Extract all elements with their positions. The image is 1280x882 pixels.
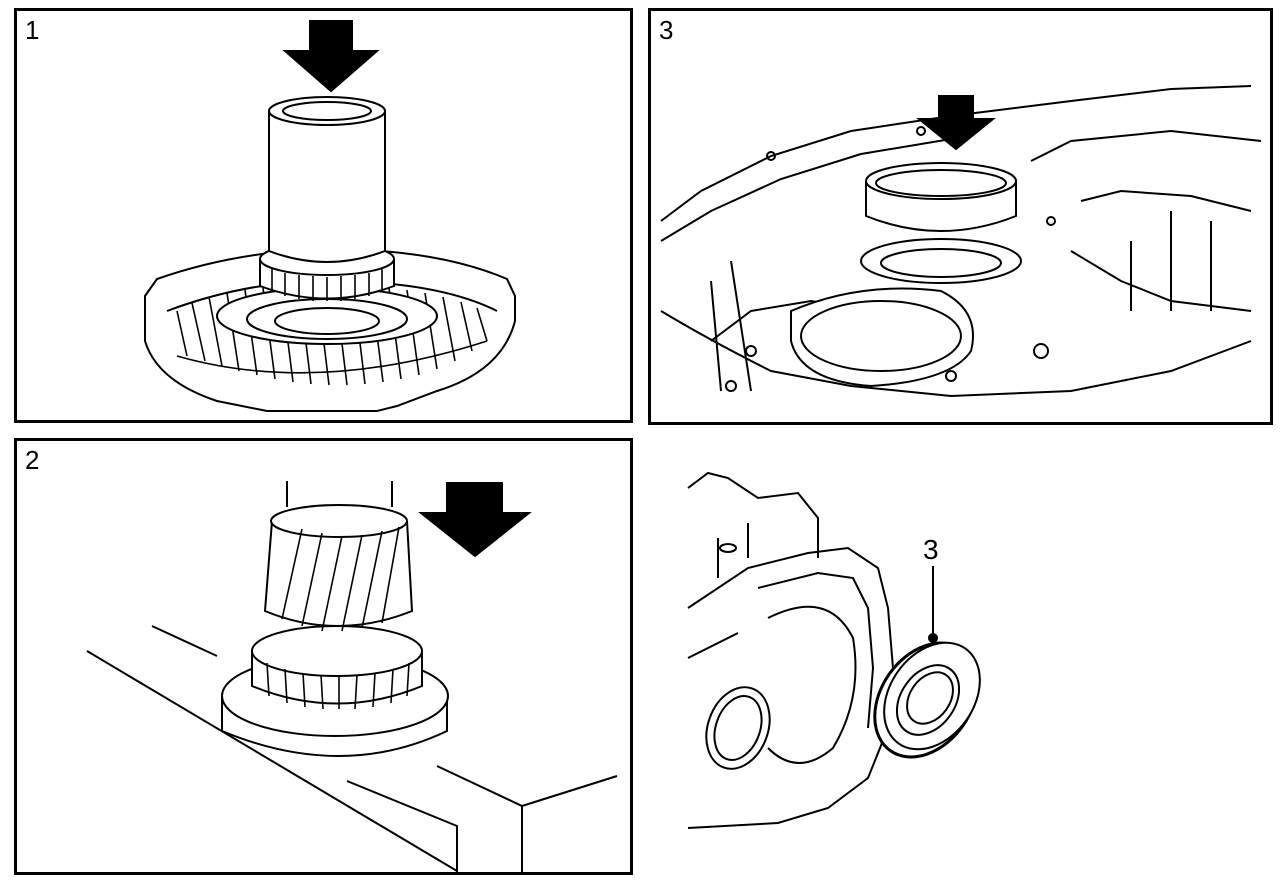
panel-number: 3 bbox=[659, 15, 674, 45]
oil-seal bbox=[854, 623, 1000, 776]
panel-2: 2 bbox=[14, 438, 633, 875]
panel-3: 3 bbox=[648, 8, 1273, 425]
bearing-seat bbox=[861, 239, 1021, 283]
panel-4: 3 bbox=[648, 438, 1280, 882]
housing-bore bbox=[695, 678, 780, 777]
panel-number: 1 bbox=[25, 15, 40, 45]
panel-1-illustration bbox=[17, 11, 630, 420]
panel-1: 1 bbox=[14, 8, 633, 423]
panel-number: 2 bbox=[25, 445, 40, 475]
callout-number: 3 bbox=[923, 534, 939, 565]
transmission-housing bbox=[661, 86, 1251, 221]
press-tool-tube bbox=[269, 111, 385, 262]
press-arrow-icon bbox=[285, 21, 377, 91]
press-arrow-icon bbox=[919, 96, 993, 149]
press-arrow-icon bbox=[421, 483, 529, 556]
pinion-gear bbox=[265, 521, 412, 626]
workbench bbox=[87, 651, 457, 871]
panel-2-illustration bbox=[17, 441, 630, 872]
panel-4-illustration bbox=[648, 438, 1280, 882]
transmission-housing bbox=[688, 473, 818, 558]
housing-bore bbox=[801, 301, 961, 371]
panel-3-illustration bbox=[651, 11, 1270, 422]
